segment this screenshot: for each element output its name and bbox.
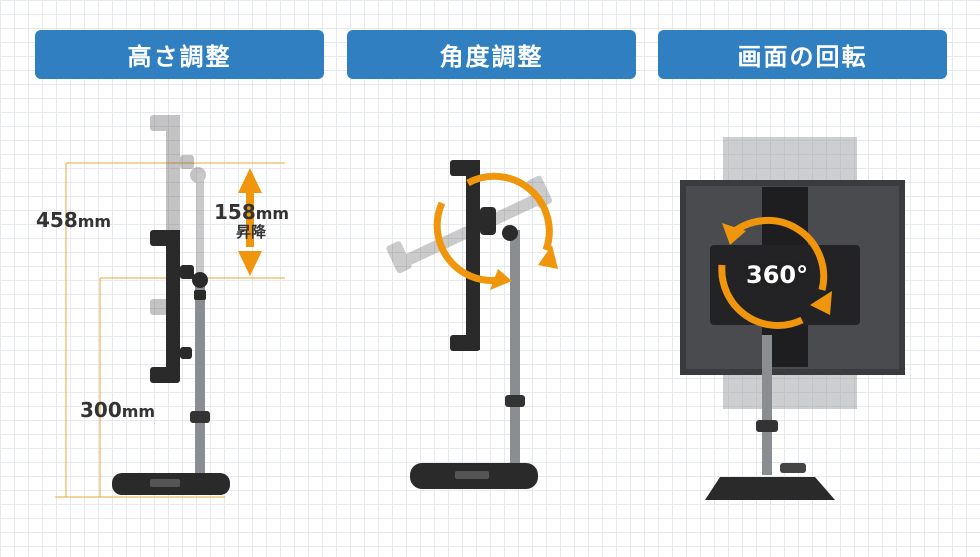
height-adjust-illustration — [55, 115, 285, 498]
height-range-arrow — [238, 168, 262, 276]
rotation-pole — [762, 335, 772, 475]
header-angle-adjust: 角度調整 — [347, 30, 636, 79]
pole-clamp — [190, 411, 210, 423]
rotation-arrows — [718, 216, 828, 329]
total-height-label: 458mm — [36, 208, 112, 232]
angle-pole — [510, 230, 520, 480]
angle-adjust-illustration — [386, 160, 558, 489]
height-pole — [195, 280, 205, 480]
angle-adjust-panel — [330, 95, 650, 555]
header-angle-adjust-label: 角度調整 — [439, 43, 544, 71]
base-height-label: 300mm — [80, 398, 156, 422]
range-note-label: 昇降 — [236, 223, 267, 241]
height-adjust-panel: 458mm 300mm 158mm 昇降 — [0, 95, 320, 555]
tilt-arrows — [433, 172, 553, 285]
lowered-holder — [150, 230, 208, 383]
rotation-degree-label: 360° — [746, 261, 809, 289]
header-height-adjust: 高さ調整 — [35, 30, 324, 79]
screen-rotation-panel: 360° — [650, 95, 980, 555]
upright-holder — [450, 160, 518, 351]
dimension-guides — [55, 162, 285, 498]
header-screen-rotation: 画面の回転 — [658, 30, 947, 79]
screen-rotation-illustration — [680, 137, 905, 500]
header-screen-rotation-label: 画面の回転 — [737, 43, 868, 71]
header-height-adjust-label: 高さ調整 — [127, 43, 232, 71]
stand-base — [705, 477, 835, 500]
range-height-label: 158mm — [214, 200, 290, 224]
